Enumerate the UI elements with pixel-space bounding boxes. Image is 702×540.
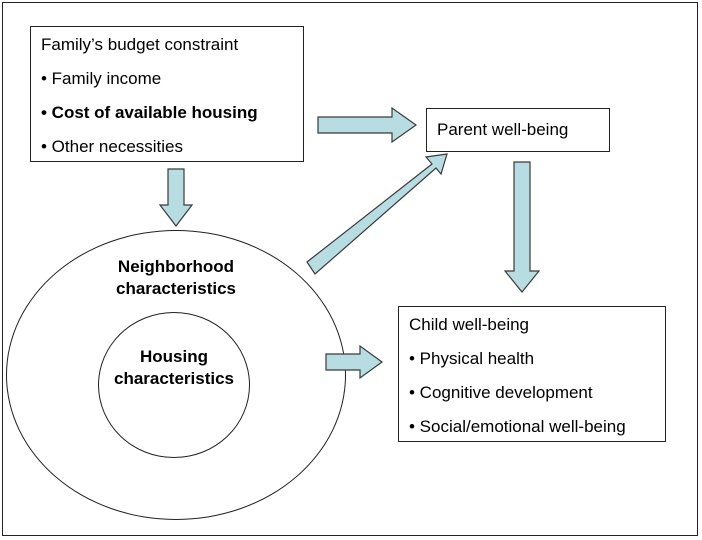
housing-circle	[98, 312, 250, 458]
budget-constraint-box: Family’s budget constraint • Family inco…	[30, 26, 304, 162]
housing-label: Housing characteristics	[113, 347, 235, 388]
child-item-social: • Social/emotional well-being	[409, 417, 626, 436]
arrow-parent-to-child	[503, 161, 541, 293]
budget-item-necessities: • Other necessities	[41, 137, 184, 156]
arrow-neighborhood-to-parent	[306, 153, 448, 275]
parent-wellbeing-label: Parent well-being	[437, 120, 569, 139]
parent-wellbeing-box: Parent well-being	[426, 108, 610, 152]
budget-item-housing-cost: • Cost of available housing	[41, 103, 258, 122]
child-item-physical: • Physical health	[409, 349, 535, 368]
arrow-budget-to-parent	[317, 106, 418, 144]
child-item-cognitive: • Cognitive development	[409, 383, 593, 402]
arrow-housing-to-child	[325, 344, 384, 380]
neighborhood-label: Neighborhood characteristics	[115, 257, 237, 298]
child-wellbeing-box: Child well-being • Physical health • Cog…	[398, 306, 666, 442]
arrow-budget-to-neighborhood	[158, 168, 194, 227]
child-title: Child well-being	[409, 315, 530, 334]
budget-item-income: • Family income	[41, 69, 162, 88]
budget-title: Family’s budget constraint	[41, 35, 239, 54]
